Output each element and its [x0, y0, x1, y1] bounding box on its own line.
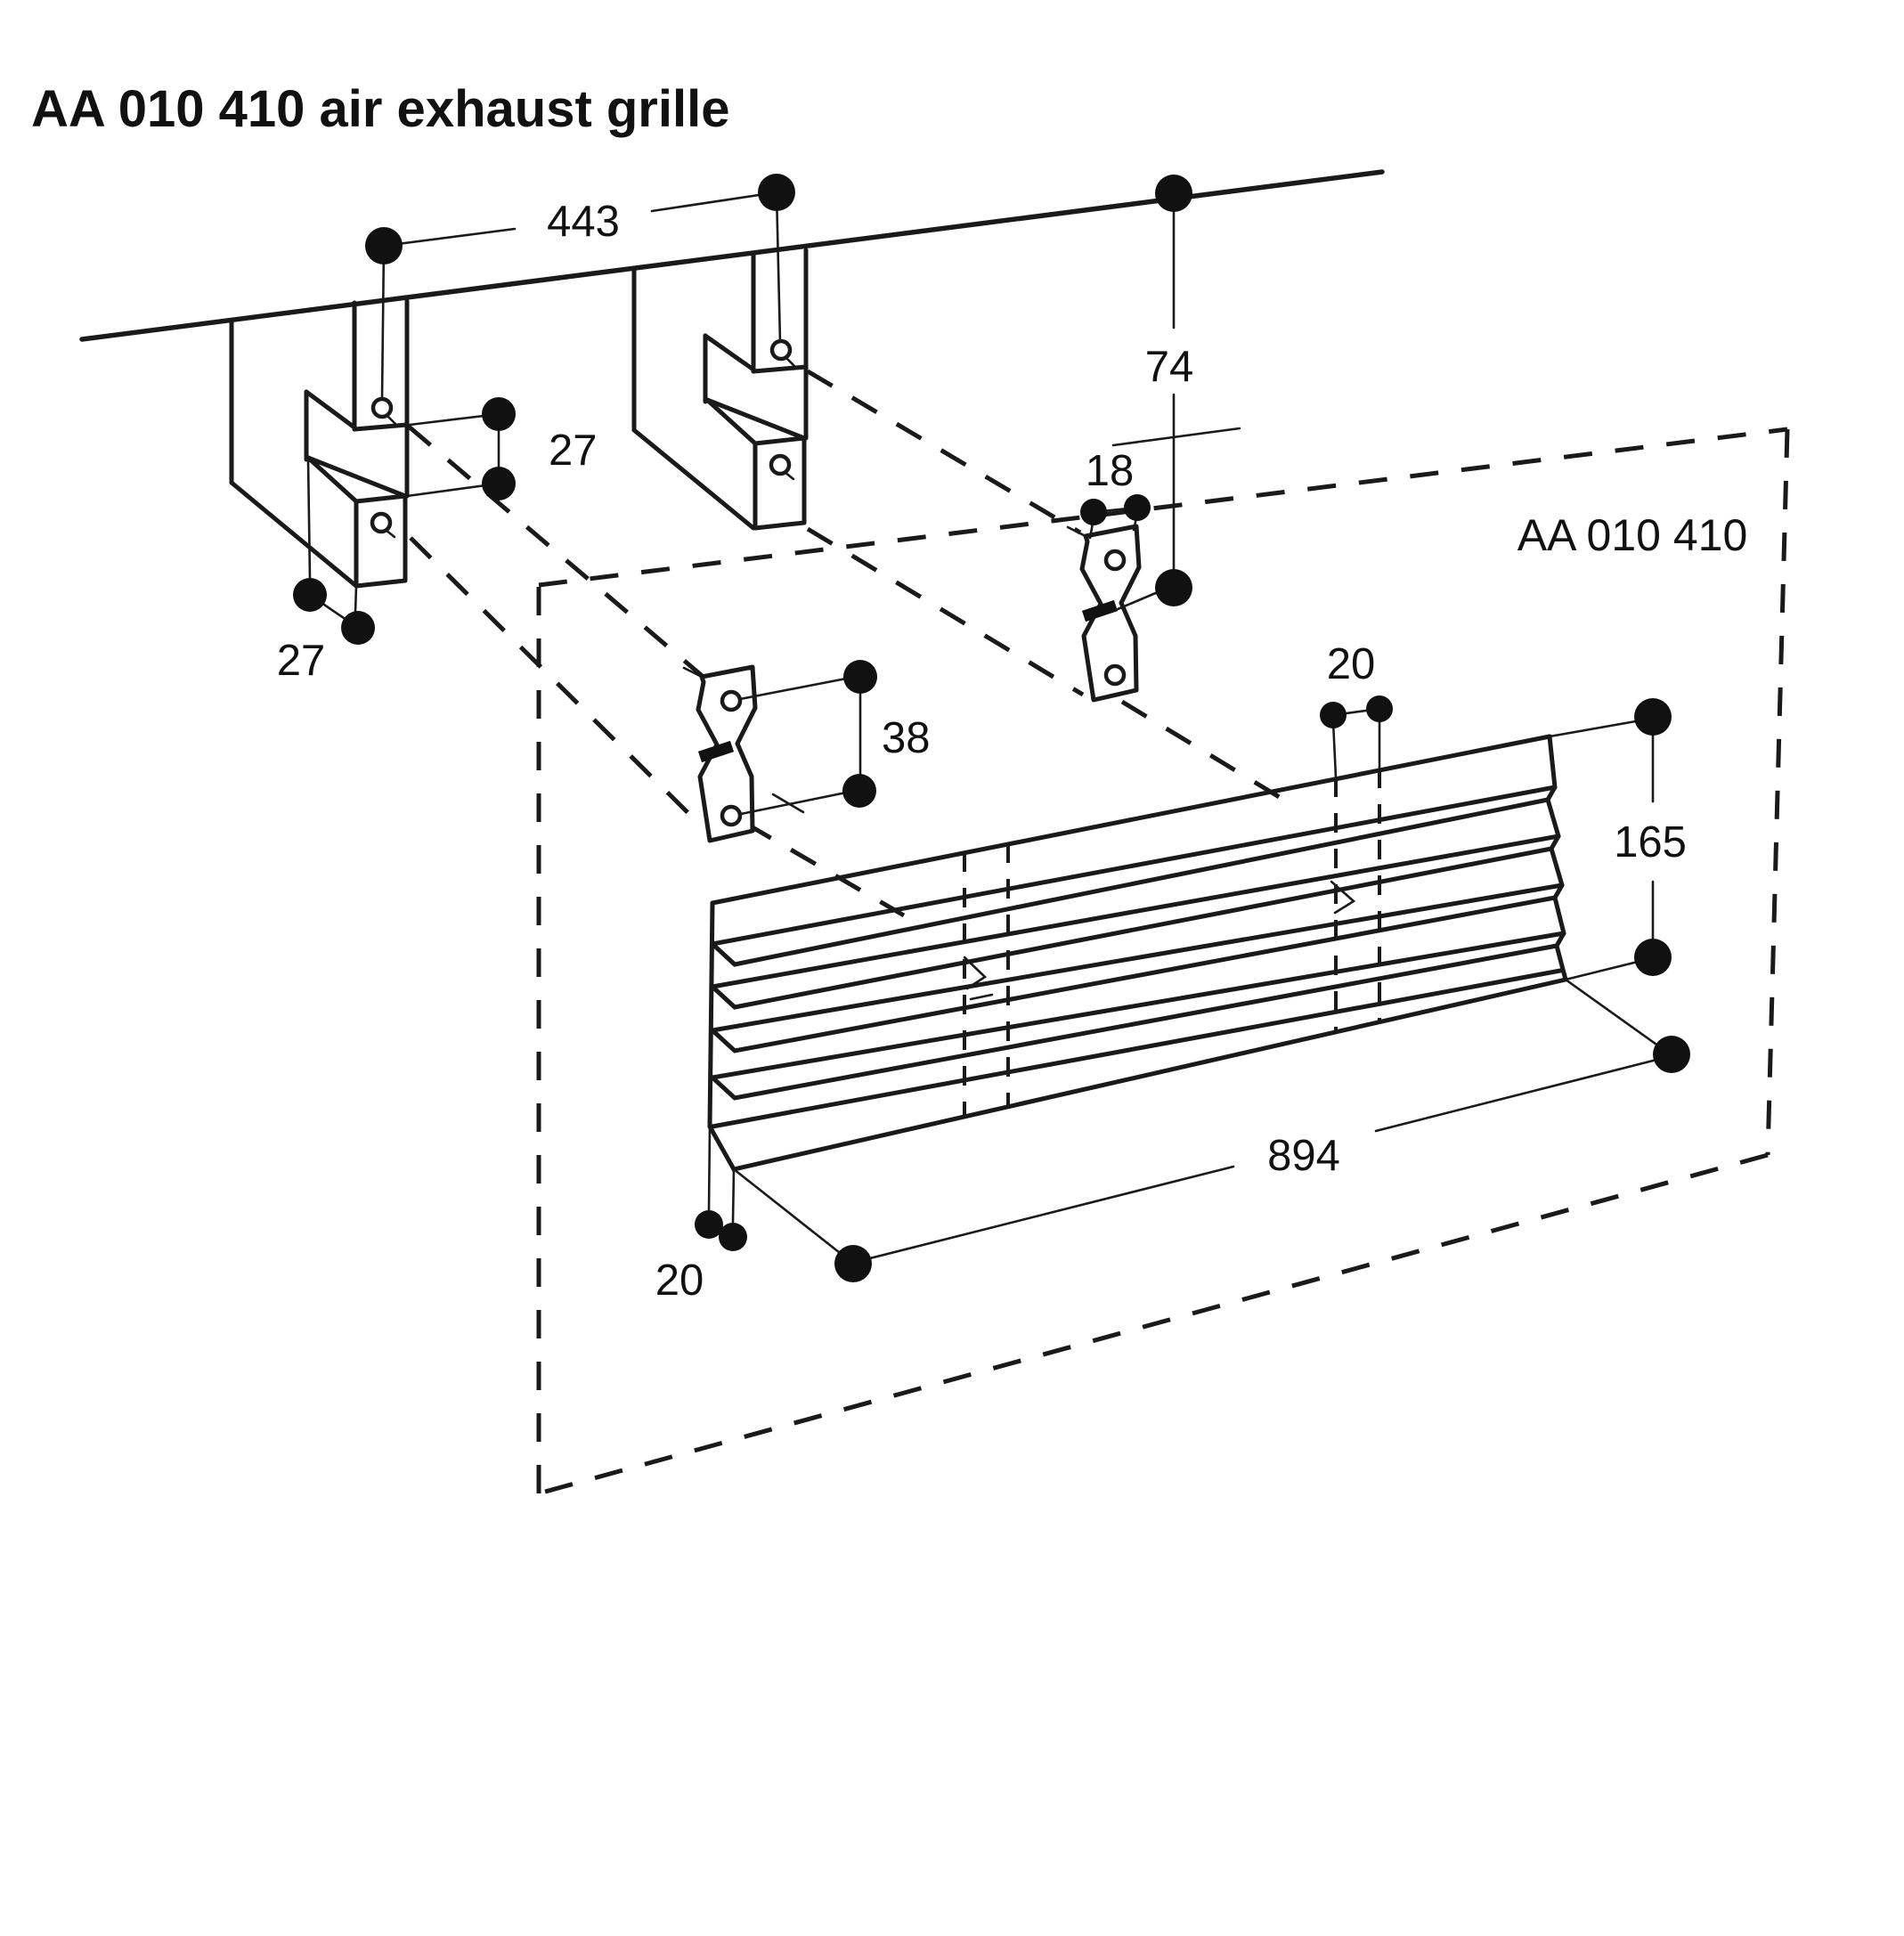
retaining-clip-right — [1066, 524, 1142, 703]
part-number-label: AA 010 410 — [1518, 510, 1748, 560]
dim-27-horizontal-label: 27 — [277, 637, 326, 685]
retaining-clip-left — [682, 664, 758, 843]
mounting-bracket-middle — [631, 248, 809, 531]
clip-left-top-hole — [720, 689, 743, 712]
dim-18-label: 18 — [1086, 447, 1135, 495]
dim-443: 443 — [365, 174, 795, 402]
dim-165-label: 165 — [1614, 818, 1687, 866]
dim-74-label: 74 — [1145, 343, 1194, 391]
exhaust-grille — [707, 734, 1568, 1172]
clip-right-top-hole — [1103, 549, 1127, 572]
dim-27-vertical-label: 27 — [549, 427, 598, 475]
dim-20-left: 20 — [655, 1125, 747, 1305]
dim-20-right-label: 20 — [1327, 640, 1376, 688]
dim-20-left-label: 20 — [655, 1257, 704, 1305]
dim-27-horizontal: 27 — [277, 458, 375, 685]
projection-lines — [407, 369, 1291, 918]
dim-443-label: 443 — [547, 198, 620, 246]
dim-74: 74 — [1111, 175, 1241, 611]
dim-165: 165 — [1548, 698, 1687, 981]
mounting-bracket-left — [229, 298, 410, 589]
clip-left-bottom-hole — [720, 804, 743, 827]
clip-right-bottom-hole — [1103, 663, 1127, 687]
bracket-middle-front-hole — [769, 453, 792, 476]
dim-894: 894 — [732, 978, 1690, 1282]
bracket-left-top-hole — [370, 396, 394, 419]
dim-27-vertical: 27 — [405, 397, 598, 500]
dim-38-label: 38 — [882, 714, 931, 762]
dim-894-label: 894 — [1267, 1132, 1340, 1180]
page-title: AA 010 410 air exhaust grille — [31, 80, 729, 138]
dim-20-right: 20 — [1320, 640, 1393, 779]
wall-cutout-dashed-outline — [536, 427, 1790, 1496]
grille-slot-left — [963, 843, 1010, 1117]
bracket-left-front-hole — [370, 511, 393, 534]
grille-slot-right — [1330, 769, 1381, 1032]
dim-18: 18 — [1080, 447, 1151, 540]
bracket-middle-top-hole — [769, 338, 793, 362]
dim-38: 38 — [738, 660, 931, 816]
